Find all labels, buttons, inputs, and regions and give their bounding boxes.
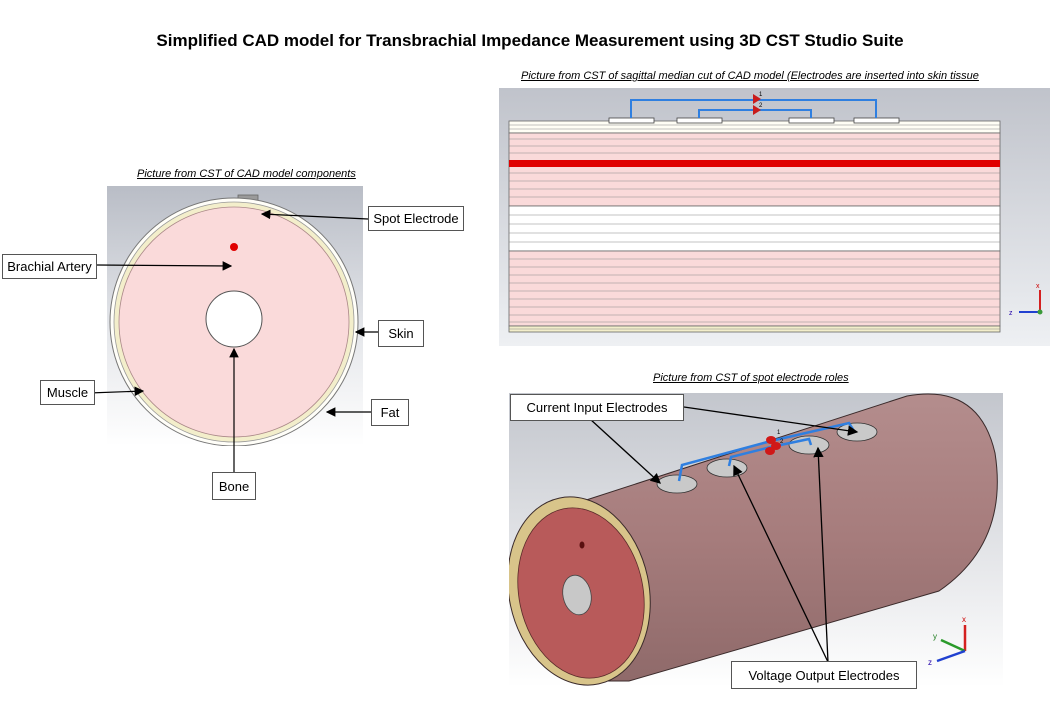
cylinder-body xyxy=(576,393,998,682)
sagittal-ports xyxy=(753,94,761,115)
label-brachial-artery: Brachial Artery xyxy=(2,254,97,279)
main-title: Simplified CAD model for Transbrachial I… xyxy=(156,31,904,50)
sagittal-caption: Picture from CST of sagittal median cut … xyxy=(521,70,979,82)
sagittal-axis-triad: x z xyxy=(1009,283,1043,317)
sagittal-port-label-1: 1 xyxy=(759,92,763,98)
label-bone: Bone xyxy=(212,472,256,500)
label-fat: Fat xyxy=(371,399,409,426)
electrode-roles-panel: 1 2 x y z xyxy=(509,393,1003,687)
roles-axis-y: y xyxy=(933,632,937,641)
roles-axis-x: x xyxy=(962,615,966,624)
roles-ports xyxy=(765,436,781,455)
arrow-spot-electrode xyxy=(260,209,369,220)
sagittal-image: 1 2 x z xyxy=(499,88,1050,346)
roles-axis-triad: x y z xyxy=(928,615,967,667)
cross-section-panel xyxy=(107,186,363,446)
label-muscle: Muscle xyxy=(40,380,95,405)
arrow-brachial-artery xyxy=(96,261,233,271)
cross-section-image xyxy=(107,186,363,446)
sagittal-artery-band xyxy=(509,160,1000,167)
roles-axis-z: z xyxy=(928,658,932,667)
electrode-roles-caption: Picture from CST of spot electrode roles xyxy=(653,372,849,384)
roles-port-label-1: 1 xyxy=(777,430,781,436)
arrow-current-input-2 xyxy=(683,406,859,436)
sagittal-lower-muscle xyxy=(508,250,1001,327)
cross-section-caption: Picture from CST of CAD model components xyxy=(137,168,356,180)
label-skin: Skin xyxy=(378,320,424,347)
electrode-roles-image: 1 2 x y z xyxy=(509,393,1003,687)
brachial-artery-shape xyxy=(230,243,238,251)
sagittal-axis-z: z xyxy=(1009,310,1013,317)
sagittal-bone-band xyxy=(508,205,1001,252)
cylinder-end-artery xyxy=(579,541,585,549)
arrow-muscle xyxy=(88,386,145,397)
arrow-current-input-1 xyxy=(589,418,661,484)
sagittal-port-label-2: 2 xyxy=(759,103,763,109)
cylinder-end-bone xyxy=(562,574,592,616)
sagittal-upper-muscle xyxy=(508,132,1001,207)
label-current-input: Current Input Electrodes xyxy=(510,394,684,421)
label-spot-electrode: Spot Electrode xyxy=(368,206,464,231)
arrow-voltage-output-1 xyxy=(733,464,829,663)
roles-port-label-2: 2 xyxy=(780,439,784,445)
arrow-voltage-output-2 xyxy=(813,446,829,663)
sagittal-panel: 1 2 x z xyxy=(499,88,1050,346)
label-voltage-output: Voltage Output Electrodes xyxy=(731,661,917,689)
sagittal-mesh-lines xyxy=(509,124,1000,330)
bone-shape xyxy=(205,290,263,348)
sagittal-axis-x: x xyxy=(1036,283,1040,290)
